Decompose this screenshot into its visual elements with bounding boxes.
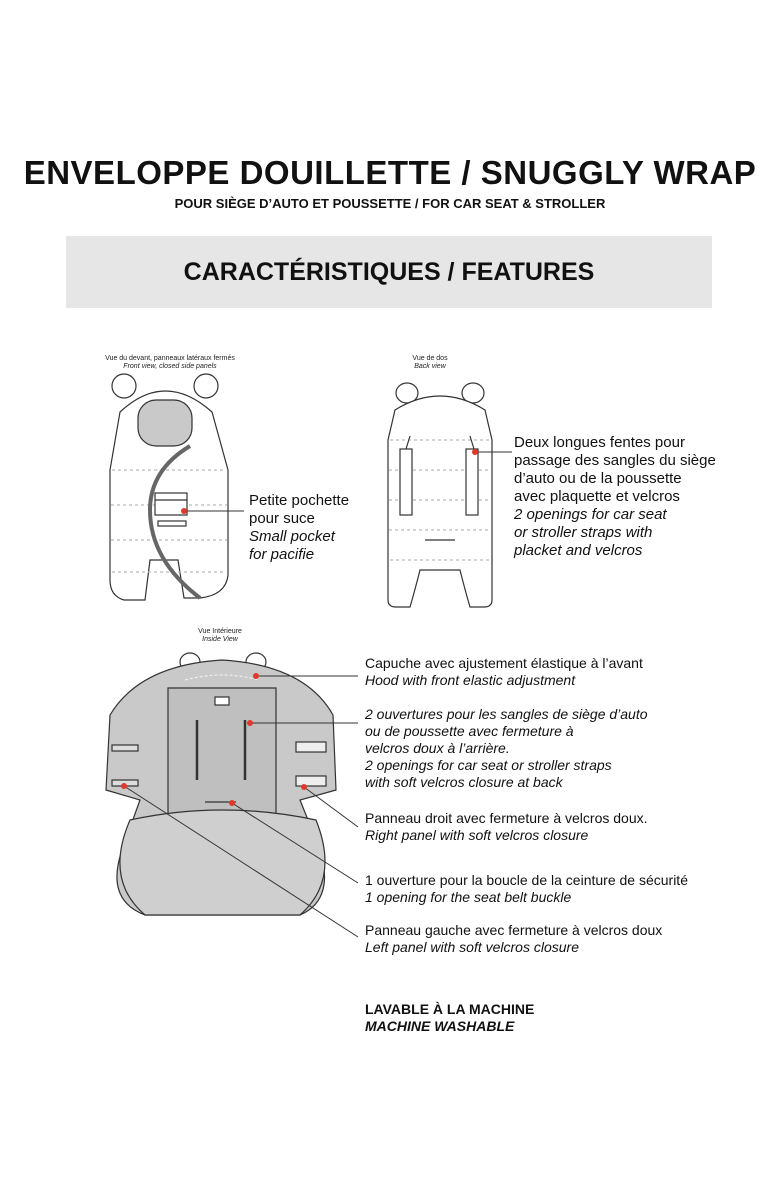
page-subtitle: POUR SIÈGE D’AUTO ET POUSSETTE / FOR CAR… (174, 196, 606, 211)
callout-line: Panneau gauche avec fermeture à velcros … (365, 922, 663, 938)
page-title: ENVELOPPE DOUILLETTE / SNUGGLY WRAP (23, 154, 757, 191)
callout-line: for pacifie (249, 546, 315, 563)
back-caption-fr: Vue de dos (412, 355, 448, 362)
callout-line: Petite pochette (249, 492, 350, 509)
callout-line: or stroller straps with (514, 524, 653, 541)
callout-line: ou de poussette avec fermeture à (365, 723, 574, 739)
features-band: CARACTÉRISTIQUES / FEATURES (66, 236, 712, 308)
callout-line: Right panel with soft velcros closure (365, 827, 589, 843)
inside-view-illustration (105, 652, 337, 916)
inside-view-caption: Vue Intérieure Inside View (180, 628, 260, 644)
left-panel-callout: Panneau gauche avec fermeture à velcros … (365, 922, 662, 956)
inside-caption-en: Inside View (202, 636, 238, 643)
callout-line: Hood with front elastic adjustment (365, 672, 576, 688)
callout-line: avec plaquette et velcros (514, 488, 680, 505)
front-caption-fr: Vue du devant, panneaux latéraux fermés (105, 355, 235, 362)
features-heading: CARACTÉRISTIQUES / FEATURES (183, 258, 595, 286)
callout-line: d’auto ou de la poussette (514, 470, 682, 487)
back-view-caption: Vue de dos Back view (390, 355, 470, 371)
callout-line: with soft velcros closure at back (365, 774, 563, 790)
callout-line: 2 openings for car seat or stroller stra… (365, 757, 612, 773)
hood-callout: Capuche avec ajustement élastique à l’av… (365, 655, 643, 689)
front-view-illustration (109, 373, 229, 601)
slits-callout: Deux longues fentes pour passage des san… (514, 434, 716, 560)
callout-line: placket and velcros (514, 542, 643, 559)
back-view-illustration (387, 382, 493, 608)
wash-label-fr: LAVABLE À LA MACHINE (365, 1001, 535, 1017)
callout-leaders (121, 449, 512, 938)
front-caption-en: Front view, closed side panels (123, 363, 217, 370)
back-caption-en: Back view (414, 363, 446, 370)
machine-washable-note: LAVABLE À LA MACHINE MACHINE WASHABLE (365, 1001, 534, 1035)
front-view-caption: Vue du devant, panneaux latéraux fermés … (100, 355, 240, 371)
buckle-callout: 1 ouverture pour la boucle de la ceintur… (365, 872, 688, 906)
inside-caption-fr: Vue Intérieure (198, 628, 242, 635)
wash-label-en: MACHINE WASHABLE (365, 1018, 515, 1034)
callout-line: Small pocket (249, 528, 335, 545)
right-panel-callout: Panneau droit avec fermeture à velcros d… (365, 810, 648, 844)
callout-line: 1 opening for the seat belt buckle (365, 889, 572, 905)
callout-line: passage des sangles du siège (514, 452, 716, 469)
pocket-callout: Petite pochette pour suce Small pocket f… (249, 492, 349, 564)
callout-line: Deux longues fentes pour (514, 434, 685, 451)
callout-line: 2 openings for car seat (514, 506, 667, 523)
callout-line: velcros doux à l’arrière. (365, 740, 510, 756)
callout-line: Panneau droit avec fermeture à velcros d… (365, 810, 648, 826)
callout-line: pour suce (249, 510, 315, 527)
openings-callout: 2 ouvertures pour les sangles de siège d… (365, 706, 648, 791)
callout-line: Capuche avec ajustement élastique à l’av… (365, 655, 643, 671)
callout-line: Left panel with soft velcros closure (365, 939, 579, 955)
callout-line: 1 ouverture pour la boucle de la ceintur… (365, 872, 688, 888)
callout-line: 2 ouvertures pour les sangles de siège d… (365, 706, 648, 722)
